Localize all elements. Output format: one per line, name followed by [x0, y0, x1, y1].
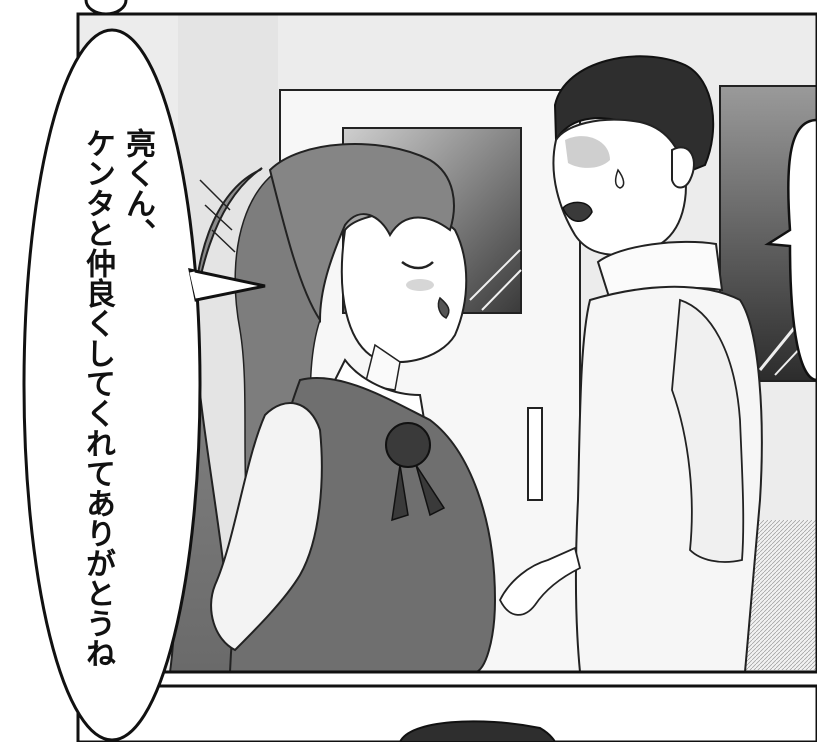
- door-handle: [527, 407, 543, 501]
- boy-sleeve: [671, 298, 745, 563]
- boy-mouth: [562, 201, 593, 222]
- speech-line-2: ケンタと仲良くしてくれてありがとうね: [80, 128, 115, 668]
- speech-bubble: [22, 28, 202, 742]
- girl-face: [340, 212, 468, 363]
- speech-line-1: 亮くん、: [120, 128, 155, 248]
- right-speech-bubble: [764, 118, 817, 382]
- girl-ribbon: [385, 422, 431, 468]
- girl-sleeve: [210, 402, 323, 652]
- girl-bangs: [268, 142, 455, 324]
- girl-mouth: [437, 296, 450, 319]
- next-panel-figure: [398, 720, 557, 743]
- boy-sweat-drop: [614, 168, 625, 189]
- girl-closed-eye: [401, 260, 434, 270]
- boy-hand: [498, 546, 582, 616]
